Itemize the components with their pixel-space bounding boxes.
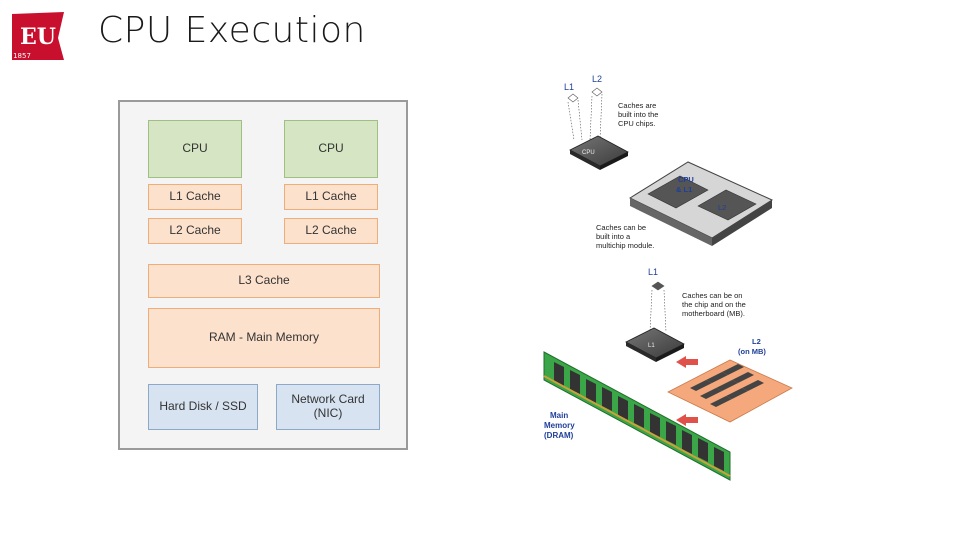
chip1-label: CPU: [582, 150, 595, 156]
note-chip-and-motherboard: Caches can be on the chip and on the mot…: [682, 291, 748, 318]
connection-arrows: [676, 356, 698, 426]
cpu-box-left: CPU: [148, 120, 242, 178]
l1-cache-right: L1 Cache: [284, 184, 378, 210]
cache-placement-illustration: L1 L2 Caches are built into the CPU chip…: [530, 70, 810, 490]
cache-die-icons: [567, 87, 603, 141]
main-memory-label: Main Memory (DRAM): [544, 411, 577, 440]
hard-disk-ssd: Hard Disk / SSD: [148, 384, 258, 430]
module-cpu-label: CPU & L1: [676, 175, 696, 194]
chip2-label: L1: [648, 343, 655, 349]
l2-on-mb-label: L2 (on MB): [738, 337, 766, 356]
multichip-module-icon: [628, 161, 774, 246]
slide-title: CPU Execution: [98, 10, 366, 51]
l2-cache-right: L2 Cache: [284, 218, 378, 244]
university-logo: EU 1857: [8, 8, 68, 64]
ram-main-memory: RAM - Main Memory: [148, 308, 380, 368]
dram-module-icon: [543, 351, 731, 481]
l2-top-label: L2: [592, 74, 602, 84]
note-multichip-module: Caches can be built into a multichip mod…: [596, 223, 654, 250]
logo-letters: EU: [20, 24, 56, 50]
cpu-chip-icon: CPU: [569, 135, 629, 170]
l1-die-icon: [649, 281, 667, 333]
motherboard-l2-board-icon: [667, 359, 793, 423]
module-l2-label: L2: [718, 203, 726, 212]
l1-top-label: L1: [564, 82, 574, 92]
note-caches-in-cpu: Caches are built into the CPU chips.: [618, 101, 661, 128]
l1-bottom-label: L1: [648, 267, 658, 277]
logo-year: 1857: [13, 52, 31, 60]
cpu-chip-with-l1-icon: L1: [625, 327, 685, 362]
network-card: Network Card (NIC): [276, 384, 380, 430]
memory-hierarchy-diagram: CPU CPU L1 Cache L1 Cache L2 Cache L2 Ca…: [118, 100, 408, 450]
l2-cache-left: L2 Cache: [148, 218, 242, 244]
cpu-box-right: CPU: [284, 120, 378, 178]
l3-cache: L3 Cache: [148, 264, 380, 298]
l1-cache-left: L1 Cache: [148, 184, 242, 210]
